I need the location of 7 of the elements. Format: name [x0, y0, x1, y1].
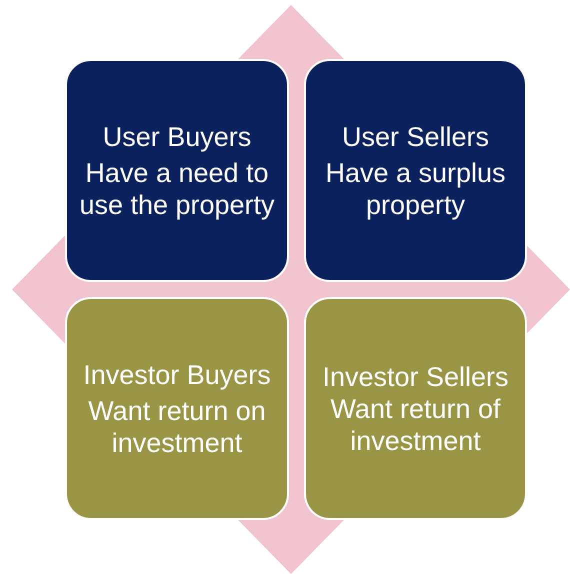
box-heading: User Sellers — [342, 120, 490, 152]
box-text: Want return on investment — [87, 394, 267, 458]
box-heading: Investor Buyers — [83, 358, 271, 390]
box-text: Investor Sellers Want return of investment — [321, 360, 510, 456]
box-text: Have a surplus property — [324, 156, 507, 220]
box-text: Have a need to use the property — [78, 156, 276, 220]
box-heading: User Buyers — [102, 120, 252, 152]
